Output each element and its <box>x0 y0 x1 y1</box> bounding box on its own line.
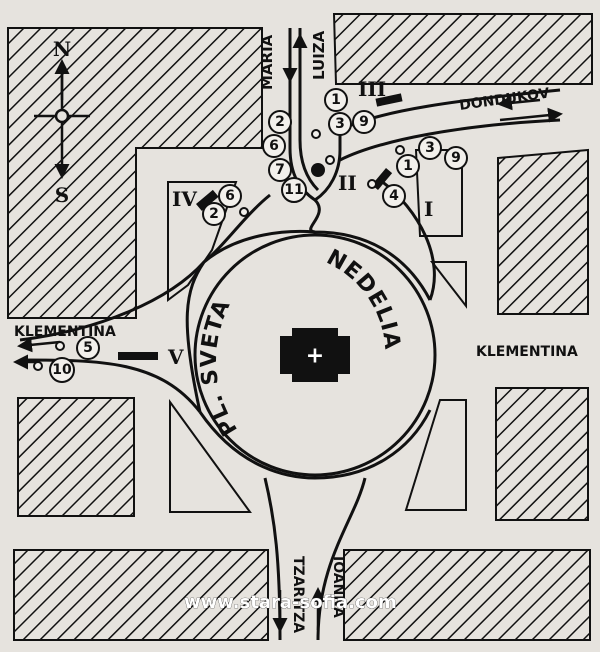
stops: 1 3 9 2 6 7 11 1 3 9 4 6 2 5 10 <box>49 88 468 383</box>
stop-number: 7 <box>275 162 285 178</box>
church-icon: + <box>280 328 350 382</box>
station-label-iv: IV <box>172 187 197 211</box>
station-label-iii: III <box>358 77 386 101</box>
street-yoanna: IOANNA <box>330 556 346 618</box>
stop-number: 10 <box>52 362 72 378</box>
stop-circle: 6 <box>218 184 242 208</box>
stop-circle: 11 <box>281 177 307 203</box>
stop-number: 3 <box>425 140 435 156</box>
church-cross: + <box>306 344 324 369</box>
block-south-west <box>13 549 269 641</box>
street-klementina-west: KLEMENTINA <box>14 324 116 340</box>
street-tzaritza: TZARITZA <box>290 556 306 633</box>
stop-circle: 9 <box>444 146 468 170</box>
stop-number: 6 <box>225 188 235 204</box>
stop-number: 9 <box>451 150 461 166</box>
stop-circle: 7 <box>268 158 292 182</box>
stop-number: 11 <box>284 182 303 198</box>
stop-number: 4 <box>389 188 399 204</box>
stop-number: 9 <box>359 114 369 130</box>
stop-number: 6 <box>269 138 279 154</box>
block-east-south <box>495 387 589 521</box>
station-label-v: V <box>167 345 184 369</box>
street-dondukov: DONDUKOV <box>458 85 550 114</box>
block-northeast <box>497 148 589 315</box>
stop-dots <box>33 129 405 371</box>
compass-north: N <box>53 37 71 61</box>
block-north-center <box>332 13 593 85</box>
stop-circle: 9 <box>352 110 376 134</box>
street-maria: MARIA <box>258 34 276 90</box>
stop-circle: 4 <box>382 184 406 208</box>
stop-circle: 1 <box>324 88 348 112</box>
city-blocks <box>7 13 593 641</box>
plaza-islands <box>167 149 467 513</box>
stop-circle: 3 <box>328 112 352 136</box>
compass-south: S <box>55 183 69 207</box>
station-label-ii: II <box>338 171 357 195</box>
stop-circle: 1 <box>396 154 420 178</box>
stop-number: 5 <box>83 340 93 356</box>
block-northwest <box>7 27 263 319</box>
stop-circle: 10 <box>49 357 75 383</box>
stop-circle: 2 <box>202 202 226 226</box>
station-label-i: I <box>424 197 433 221</box>
stop-circle: 2 <box>268 110 292 134</box>
compass <box>34 59 90 179</box>
tram-tracks <box>19 28 561 641</box>
street-luiza: LUIZA <box>310 30 328 80</box>
stop-circle: 5 <box>76 336 100 360</box>
stop-number: 1 <box>403 158 413 174</box>
block-south-east <box>343 549 591 641</box>
watermark: www.stara-sofia.com <box>184 592 397 613</box>
stop-number: 2 <box>275 114 285 130</box>
stop-number: 1 <box>331 92 341 108</box>
stop-circle: 6 <box>262 134 286 158</box>
stop-number: 3 <box>335 116 345 132</box>
stop-circle: 3 <box>418 136 442 160</box>
stop-number: 2 <box>209 206 219 222</box>
street-klementina-east: KLEMENTINA <box>476 344 578 360</box>
block-southwest <box>17 397 135 517</box>
